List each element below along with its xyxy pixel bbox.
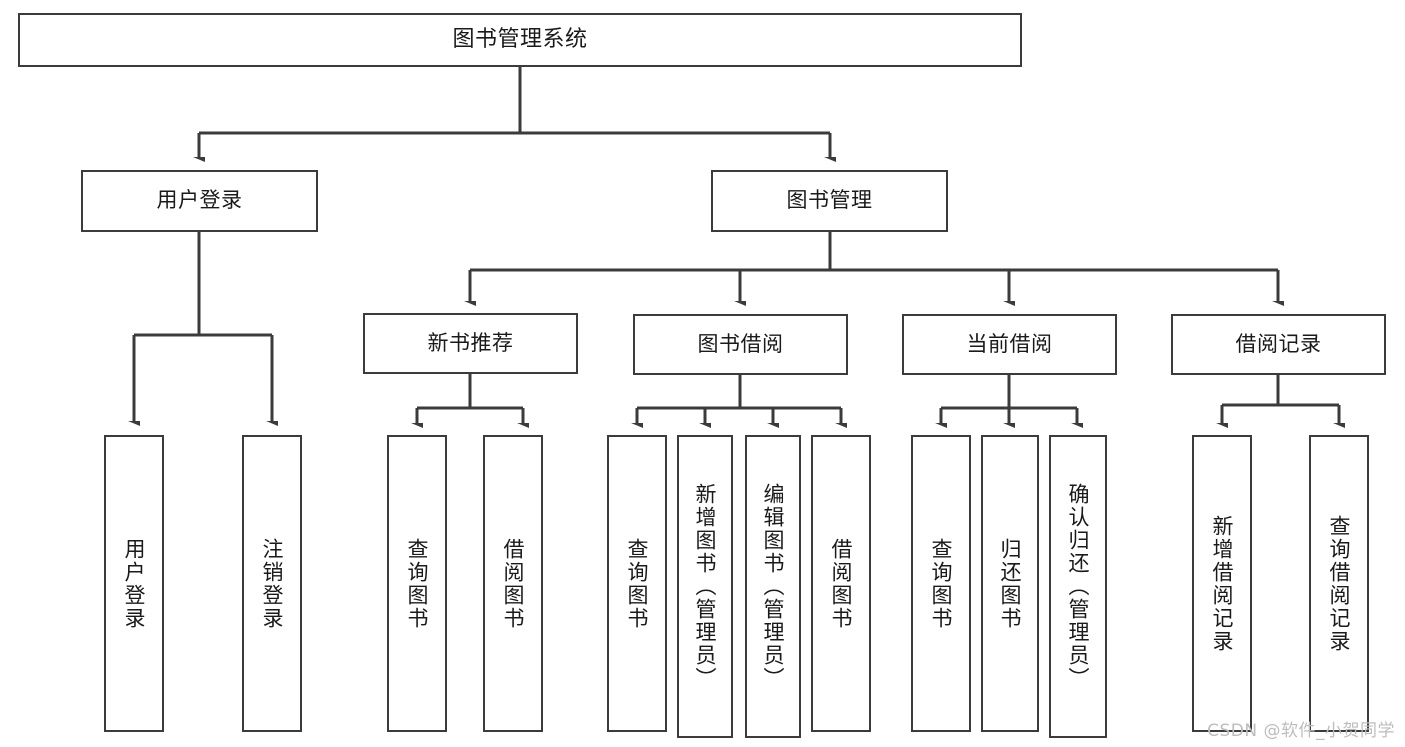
node-label: 用户登录 [122,537,147,630]
leaf-borrow-book[interactable]: 借阅图书 [811,435,871,732]
node-label: 归还图书 [998,537,1023,630]
node-borrow-record[interactable]: 借阅记录 [1171,314,1386,375]
node-label: 查询图书 [625,537,650,630]
node-label: 图书管理系统 [452,26,588,52]
leaf-query-book-current[interactable]: 查询图书 [911,435,971,732]
watermark: CSDN @软件_小贺同学 [1207,721,1395,741]
node-label: 新增借阅记录 [1210,514,1235,653]
node-user-login[interactable]: 用户登录 [81,170,318,232]
node-label: 注销登录 [260,537,285,630]
node-label: 图书借阅 [697,331,784,356]
leaf-add-borrow-record[interactable]: 新增借阅记录 [1192,435,1252,732]
node-label: 查询图书 [929,537,954,630]
leaf-query-borrow-record[interactable]: 查询借阅记录 [1309,435,1369,732]
node-label: 当前借阅 [966,331,1053,356]
node-current-borrow[interactable]: 当前借阅 [902,314,1117,375]
leaf-query-book-recommendation[interactable]: 查询图书 [387,435,447,732]
node-label: 查询借阅记录 [1327,514,1352,653]
node-label: 编辑图书（管理员） [761,483,786,690]
node-label: 图书管理 [786,188,873,213]
node-label: 借阅图书 [829,537,854,630]
leaf-edit-book-admin[interactable]: 编辑图书（管理员） [745,435,801,738]
leaf-return-book[interactable]: 归还图书 [981,435,1039,732]
leaf-add-book-admin[interactable]: 新增图书（管理员） [677,435,733,738]
node-label: 查询图书 [405,537,430,630]
node-label: 新书推荐 [427,330,514,355]
node-label: 借阅记录 [1235,331,1322,356]
leaf-user-login[interactable]: 用户登录 [104,435,164,732]
leaf-borrow-book-recommendation[interactable]: 借阅图书 [483,435,543,732]
node-book-borrow[interactable]: 图书借阅 [633,314,848,375]
leaf-query-book-borrow[interactable]: 查询图书 [607,435,667,732]
node-label: 新增图书（管理员） [693,483,718,690]
leaf-confirm-return-admin[interactable]: 确认归还（管理员） [1049,435,1107,738]
leaf-logout-login[interactable]: 注销登录 [242,435,302,732]
node-label: 确认归还（管理员） [1066,483,1091,690]
node-new-book-recommendation[interactable]: 新书推荐 [363,313,578,374]
node-root-book-management-system[interactable]: 图书管理系统 [18,13,1022,67]
node-book-management[interactable]: 图书管理 [711,170,948,232]
node-label: 借阅图书 [501,537,526,630]
node-label: 用户登录 [156,188,243,213]
